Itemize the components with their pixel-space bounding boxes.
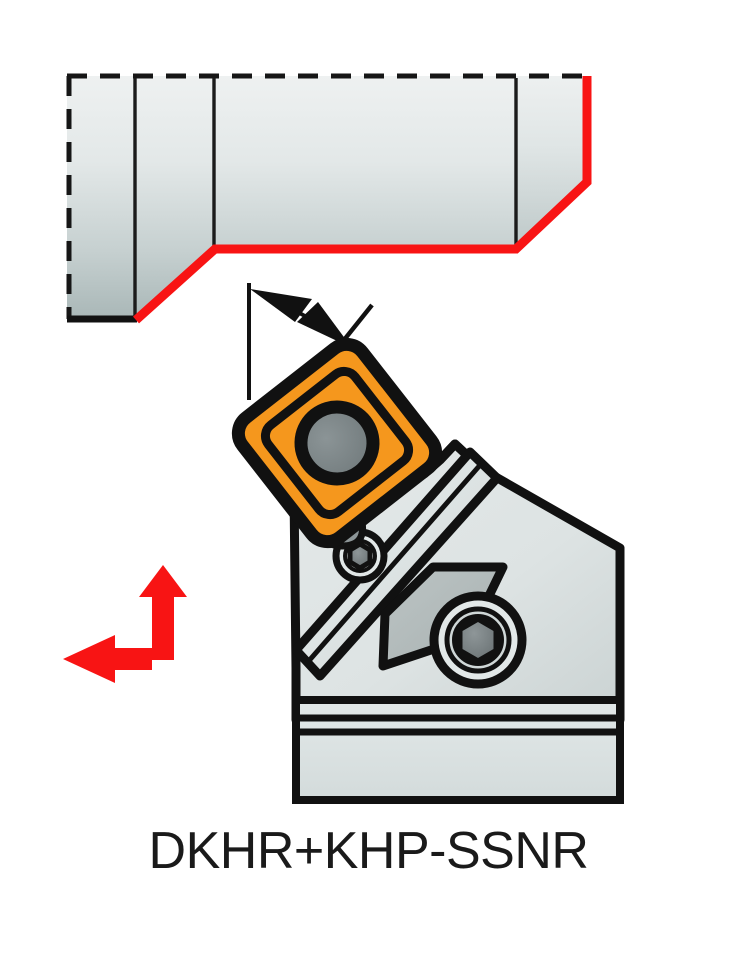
insert-inner-bevel	[260, 366, 414, 520]
workpiece-body-fill	[67, 76, 587, 319]
tool-shank	[292, 696, 624, 804]
approach-angle-indicator	[247, 283, 374, 400]
workpiece-right-block-fill	[516, 76, 587, 248]
angle-arrowhead-right	[297, 302, 352, 348]
cutting-insert	[231, 337, 443, 549]
clamp-screw-hex-socket	[455, 614, 501, 666]
insert-screw-hex-socket	[347, 541, 373, 571]
insert-screw-small	[332, 528, 388, 584]
clamp-screw-large	[429, 591, 527, 689]
feed-arrow-up	[139, 565, 187, 660]
workpiece-machined-contour	[132, 76, 592, 324]
insert-hole-ring	[294, 400, 380, 486]
feed-direction-arrows	[63, 565, 187, 683]
angle-arrowhead-left	[250, 289, 312, 322]
feed-arrow-left	[63, 635, 152, 683]
clamp-inner-line	[305, 462, 483, 665]
toolholder-assembly	[231, 337, 625, 804]
workpiece-profile-view	[66, 73, 592, 324]
top-clamp	[291, 447, 502, 681]
